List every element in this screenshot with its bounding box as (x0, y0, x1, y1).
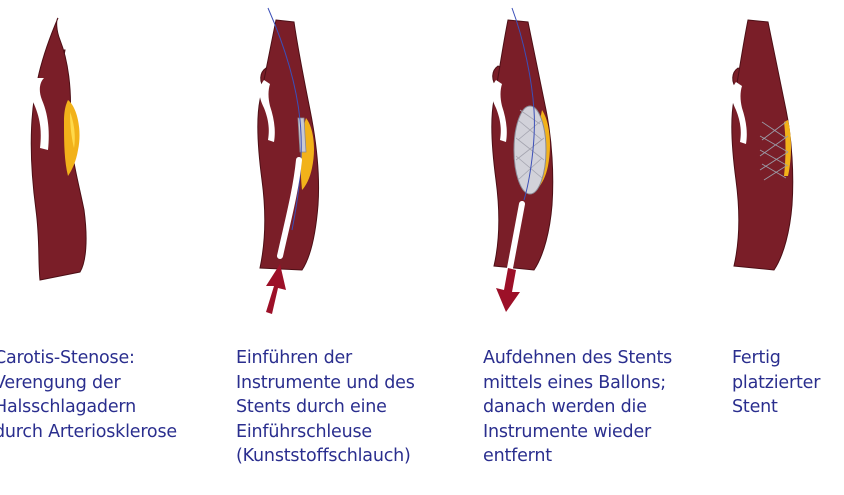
caption-line: Aufdehnen des Stents (483, 346, 672, 371)
caption-line: Stents durch eine (236, 395, 415, 420)
caption-line: Halsschlagadern (0, 395, 177, 420)
caption-line: Einführen der (236, 346, 415, 371)
artery-illustration (29, 18, 86, 280)
panel-placed-stent (724, 0, 824, 300)
caption-line: danach werden die (483, 395, 672, 420)
caption-line: Instrumente wieder (483, 420, 672, 445)
caption-step-2: Einführen der Instrumente und des Stents… (236, 346, 415, 469)
caption-line: Einführschleuse (236, 420, 415, 445)
caption-line: entfernt (483, 444, 672, 469)
caption-line: Carotis-Stenose: (0, 346, 177, 371)
caption-line: Instrumente und des (236, 371, 415, 396)
caption-step-3: Aufdehnen des Stents mittels eines Ballo… (483, 346, 672, 469)
caption-line: Fertig (732, 346, 820, 371)
panel-balloon (478, 0, 588, 320)
artery-vessel (732, 20, 793, 270)
artery-illustration (492, 8, 553, 312)
caption-line: (Kunststoffschlauch) (236, 444, 415, 469)
artery-illustration (732, 20, 793, 270)
caption-step-1: Carotis-Stenose: Verengung der Halsschla… (0, 346, 177, 444)
caption-line: platzierter (732, 371, 820, 396)
caption-line: Stent (732, 395, 820, 420)
balloon-stent (514, 106, 546, 194)
artery-illustration (258, 8, 319, 314)
panel-insertion (218, 0, 338, 320)
removal-arrow (496, 268, 520, 312)
insertion-arrow (266, 264, 286, 314)
panel-stenosis (0, 0, 100, 300)
caption-line: durch Arteriosklerose (0, 420, 177, 445)
caption-line: mittels eines Ballons; (483, 371, 672, 396)
caption-line: Verengung der (0, 371, 177, 396)
caption-step-4: Fertig platzierter Stent (732, 346, 820, 420)
plaque (64, 100, 80, 176)
